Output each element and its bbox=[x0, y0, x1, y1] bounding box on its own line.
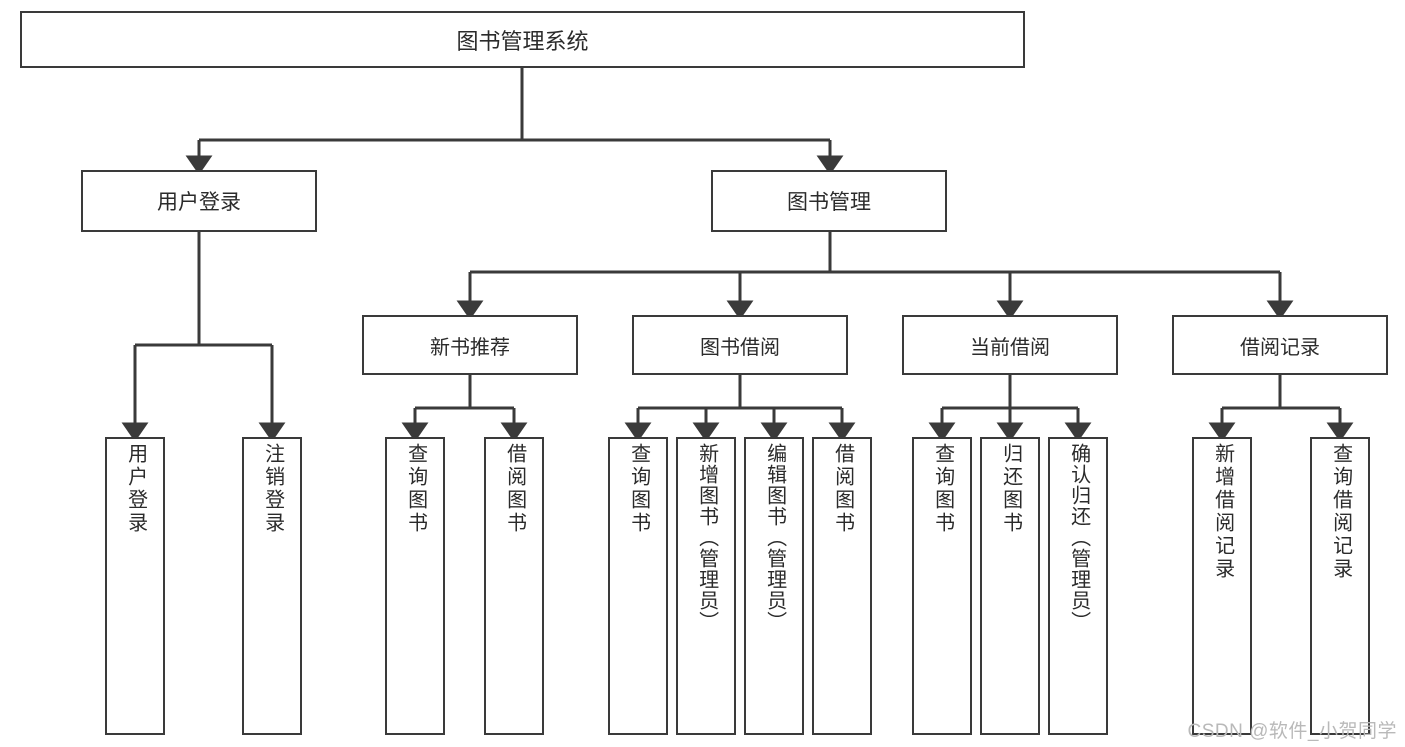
node-book-borrow[interactable]: 图书借阅 bbox=[632, 315, 848, 375]
node-label: 查询借阅记录 bbox=[1329, 443, 1352, 581]
leaf-book-borrow-edit-book-admin[interactable]: 编辑图书（管理员） bbox=[744, 437, 804, 735]
node-user-login[interactable]: 用户登录 bbox=[81, 170, 317, 232]
leaf-new-book-borrow-book[interactable]: 借阅图书 bbox=[484, 437, 544, 735]
leaf-new-book-query-book[interactable]: 查询图书 bbox=[385, 437, 445, 735]
node-label: 图书借阅 bbox=[700, 336, 780, 359]
node-label: 新增图书（管理员） bbox=[695, 443, 718, 632]
leaf-book-borrow-add-book-admin[interactable]: 新增图书（管理员） bbox=[676, 437, 736, 735]
leaf-borrow-record-add-record[interactable]: 新增借阅记录 bbox=[1192, 437, 1252, 735]
node-label: 查询图书 bbox=[404, 443, 427, 535]
node-label: 图书管理 bbox=[787, 191, 871, 214]
node-label: 归还图书 bbox=[999, 443, 1022, 535]
node-label: 注销登录 bbox=[261, 443, 284, 535]
node-new-book-recommend[interactable]: 新书推荐 bbox=[362, 315, 578, 375]
node-label: 借阅图书 bbox=[831, 443, 854, 535]
node-root-book-management-system[interactable]: 图书管理系统 bbox=[20, 11, 1025, 68]
node-label: 借阅记录 bbox=[1240, 336, 1320, 359]
node-label: 查询图书 bbox=[931, 443, 954, 535]
node-label: 图书管理系统 bbox=[456, 28, 589, 54]
leaf-borrow-record-query-record[interactable]: 查询借阅记录 bbox=[1310, 437, 1370, 735]
node-label: 新书推荐 bbox=[430, 336, 510, 359]
node-label: 确认归还（管理员） bbox=[1067, 443, 1090, 632]
node-label: 查询图书 bbox=[627, 443, 650, 535]
csdn-watermark: CSDN @软件_小贺同学 bbox=[1187, 721, 1397, 742]
leaf-current-borrow-confirm-return-admin[interactable]: 确认归还（管理员） bbox=[1048, 437, 1108, 735]
node-borrow-record[interactable]: 借阅记录 bbox=[1172, 315, 1388, 375]
node-book-management[interactable]: 图书管理 bbox=[711, 170, 947, 232]
leaf-current-borrow-query-book[interactable]: 查询图书 bbox=[912, 437, 972, 735]
node-label: 用户登录 bbox=[157, 191, 241, 214]
leaf-book-borrow-borrow-book[interactable]: 借阅图书 bbox=[812, 437, 872, 735]
leaf-current-borrow-return-book[interactable]: 归还图书 bbox=[980, 437, 1040, 735]
leaf-book-borrow-query-book[interactable]: 查询图书 bbox=[608, 437, 668, 735]
node-label: 编辑图书（管理员） bbox=[763, 443, 786, 632]
node-current-borrow[interactable]: 当前借阅 bbox=[902, 315, 1118, 375]
node-label: 用户登录 bbox=[124, 443, 147, 535]
node-label: 借阅图书 bbox=[503, 443, 526, 535]
node-label: 当前借阅 bbox=[970, 336, 1050, 359]
leaf-user-login-login[interactable]: 用户登录 bbox=[105, 437, 165, 735]
node-label: 新增借阅记录 bbox=[1211, 443, 1234, 581]
leaf-user-login-logout[interactable]: 注销登录 bbox=[242, 437, 302, 735]
